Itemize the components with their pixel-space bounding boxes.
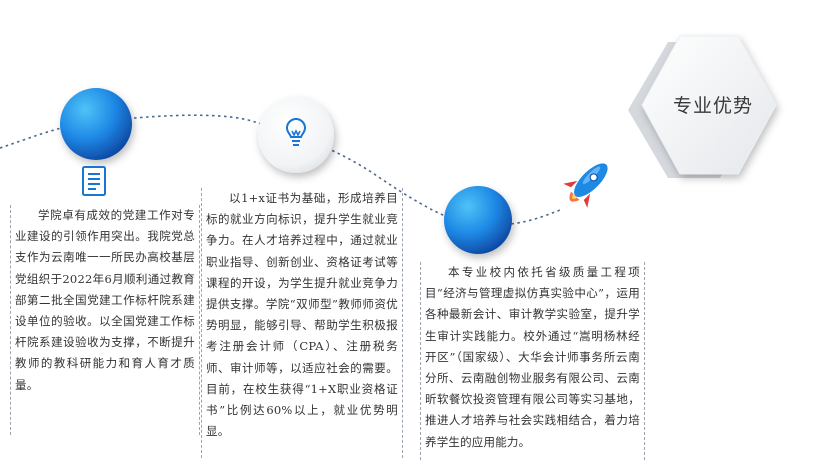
paragraph-practice-bases: 本专业校内依托省级质量工程项目“经济与管理虚拟仿真实验中心”，运用各种最新会计、… (420, 262, 645, 460)
blue-circle-1 (60, 88, 132, 160)
lightbulb-icon (285, 118, 307, 146)
document-icon (82, 166, 106, 196)
white-circle (258, 97, 334, 173)
hexagon-badge (641, 35, 777, 175)
paragraph-certificates: 以1+x证书为基础，形成培养目标的就业方向标识，提升学生就业竞争力。在人才培养过… (201, 188, 403, 458)
section-title: 专业优势 (672, 95, 753, 117)
rocket-icon (563, 163, 608, 208)
paragraph-party-building: 学院卓有成效的党建工作对专业建设的引领作用突出。我院党总支作为云南唯一一所民办高… (10, 205, 200, 435)
blue-circle-2 (444, 186, 512, 254)
